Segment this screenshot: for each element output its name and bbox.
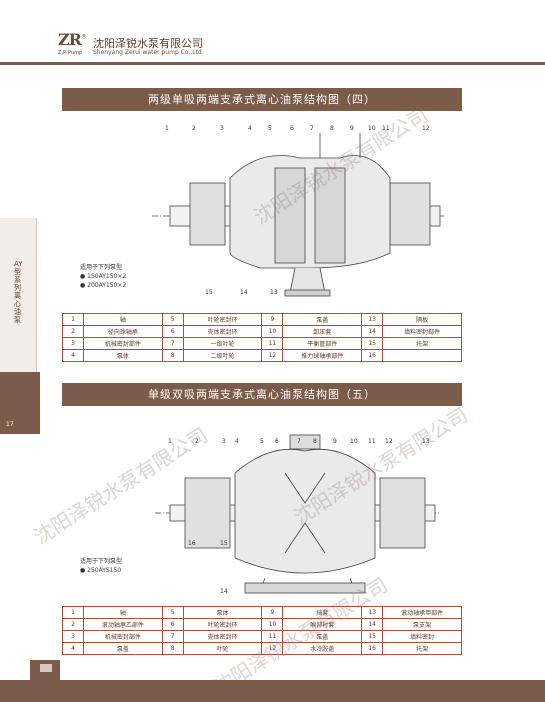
usage-title: 适用于下列泵型: [80, 558, 123, 565]
model-item: ● 200AY150×2: [80, 282, 127, 289]
page-number: 17: [6, 421, 14, 428]
section1-title: 两级单吸两端支承式离心油泵结构图（四）: [62, 88, 462, 111]
pump-diagram-5: 1 2 3 4 5 6 7 8 9 10 11 12 13 14 15 16: [155, 434, 440, 595]
page-header: [0, 0, 545, 65]
callout-3: 3: [222, 438, 226, 445]
model-item: ● 250AYS150: [80, 567, 122, 574]
callout-10: 10: [368, 125, 376, 132]
callout-12: 12: [422, 125, 430, 132]
callout-6: 6: [290, 125, 294, 132]
callout-15: 15: [220, 540, 228, 547]
callout-6: 6: [275, 438, 279, 445]
callout-5: 5: [260, 438, 264, 445]
company-logo: ZR®: [58, 30, 87, 49]
footer-bar: [0, 680, 545, 702]
usage-title: 适用于下列泵型: [80, 264, 123, 271]
callout-7: 7: [297, 438, 301, 445]
pump-diagram-4: 1 2 3 4 5 6 7 8 9 10 11 12 13 14 15: [152, 125, 445, 297]
company-name-en: Shenyang Zerui water pump Co.,Ltd: [93, 49, 202, 56]
callout-11: 11: [382, 125, 390, 132]
callout-9: 9: [333, 438, 337, 445]
callout-9: 9: [350, 125, 354, 132]
callout-14: 14: [240, 289, 248, 296]
callout-2: 2: [195, 438, 199, 445]
side-tab-dark: [0, 372, 40, 434]
callout-8: 8: [313, 438, 317, 445]
callout-4: 4: [235, 438, 239, 445]
callout-1: 1: [168, 438, 172, 445]
usage-block-1: 适用于下列泵型 ● 150AY150×2 ● 200AY150×2: [80, 263, 126, 290]
callout-7: 7: [310, 125, 314, 132]
callout-13: 13: [422, 438, 430, 445]
callout-15: 15: [205, 289, 213, 296]
model-item: ● 150AY150×2: [80, 273, 127, 280]
callout-4: 4: [248, 125, 252, 132]
callout-14: 14: [220, 588, 228, 595]
logo-mark: ZR: [58, 30, 82, 49]
callout-12: 12: [385, 438, 393, 445]
callout-8: 8: [330, 125, 334, 132]
usage-block-2: 适用于下列泵型 ● 250AYS150: [80, 557, 122, 575]
callout-16: 16: [188, 540, 196, 547]
callout-10: 10: [350, 438, 358, 445]
company-name-cn: 沈阳泽锐水泵有限公司: [93, 37, 203, 50]
callout-13: 13: [270, 289, 278, 296]
callout-3: 3: [220, 125, 224, 132]
callout-5: 5: [268, 125, 272, 132]
callout-1: 1: [165, 125, 169, 132]
logo-caption: Z.R.Pump: [58, 50, 83, 56]
callout-2: 2: [192, 125, 196, 132]
side-tab-label: AY型系列离心油泵: [14, 260, 23, 324]
footer-marker: [40, 664, 52, 672]
callout-11: 11: [368, 438, 376, 445]
section2-title: 单级双吸两端支承式离心油泵结构图（五）: [62, 383, 462, 406]
